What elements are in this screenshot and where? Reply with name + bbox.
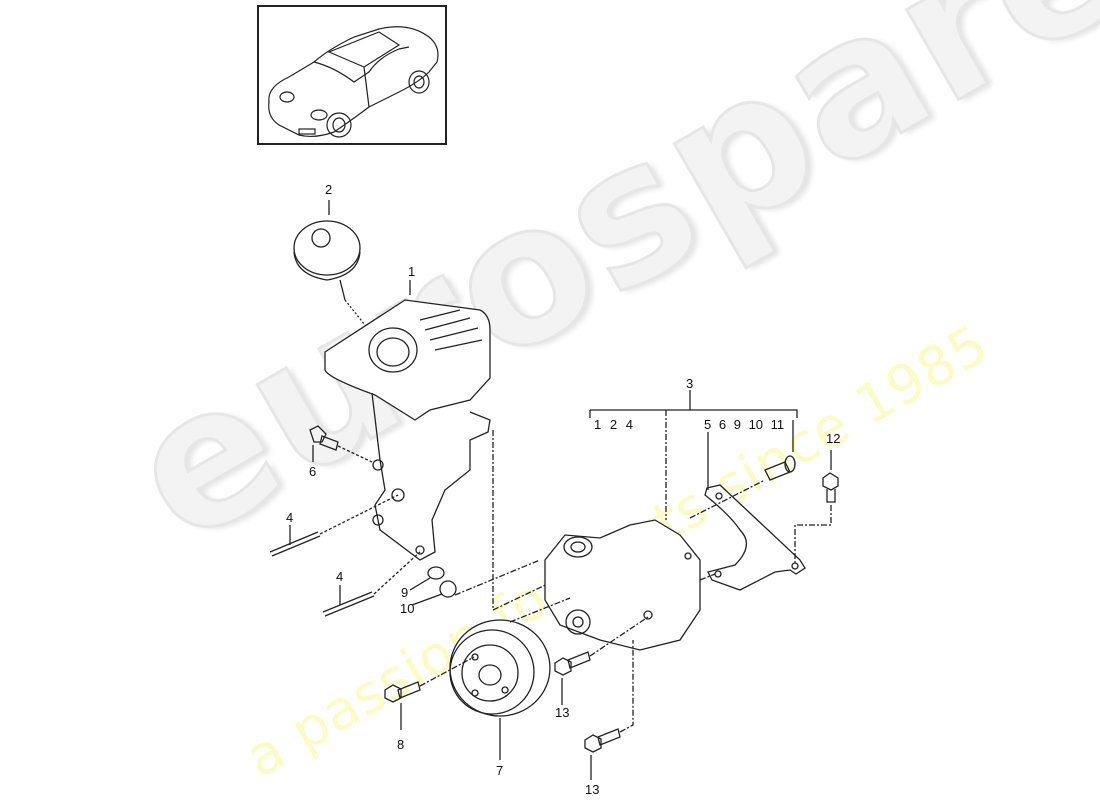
bolt-icon [584, 728, 621, 753]
group-3-subparts-right: 5 6 9 10 11 [704, 417, 785, 432]
bracket-icon [704, 484, 806, 591]
group-3-subparts-left: 1 2 4 [594, 417, 633, 432]
callout-2: 2 [325, 182, 333, 197]
bolt-icon [309, 425, 339, 451]
reservoir-icon [324, 299, 491, 561]
car-icon [268, 26, 439, 138]
callout-9: 9 [401, 585, 409, 600]
callout-10: 10 [400, 601, 415, 616]
callout-7: 7 [496, 763, 504, 778]
callout-3: 3 [686, 376, 694, 391]
bolt-icon [384, 681, 421, 703]
bolt-icon [554, 651, 591, 676]
callout-4-lower: 4 [336, 569, 344, 584]
bolt-icon [822, 472, 839, 503]
bolt-icon [764, 455, 796, 481]
power-steering-pump-icon [544, 519, 701, 651]
pulley-icon [449, 619, 551, 717]
callout-1: 1 [408, 264, 416, 279]
reservoir-cap-icon [293, 220, 361, 301]
callout-13-upper: 13 [555, 705, 570, 720]
callout-6: 6 [309, 464, 317, 479]
callout-13-lower: 13 [585, 782, 600, 797]
callout-4-upper: 4 [286, 510, 294, 525]
vehicle-thumbnail [257, 5, 447, 145]
callout-8: 8 [397, 737, 405, 752]
callout-12: 12 [826, 431, 841, 446]
